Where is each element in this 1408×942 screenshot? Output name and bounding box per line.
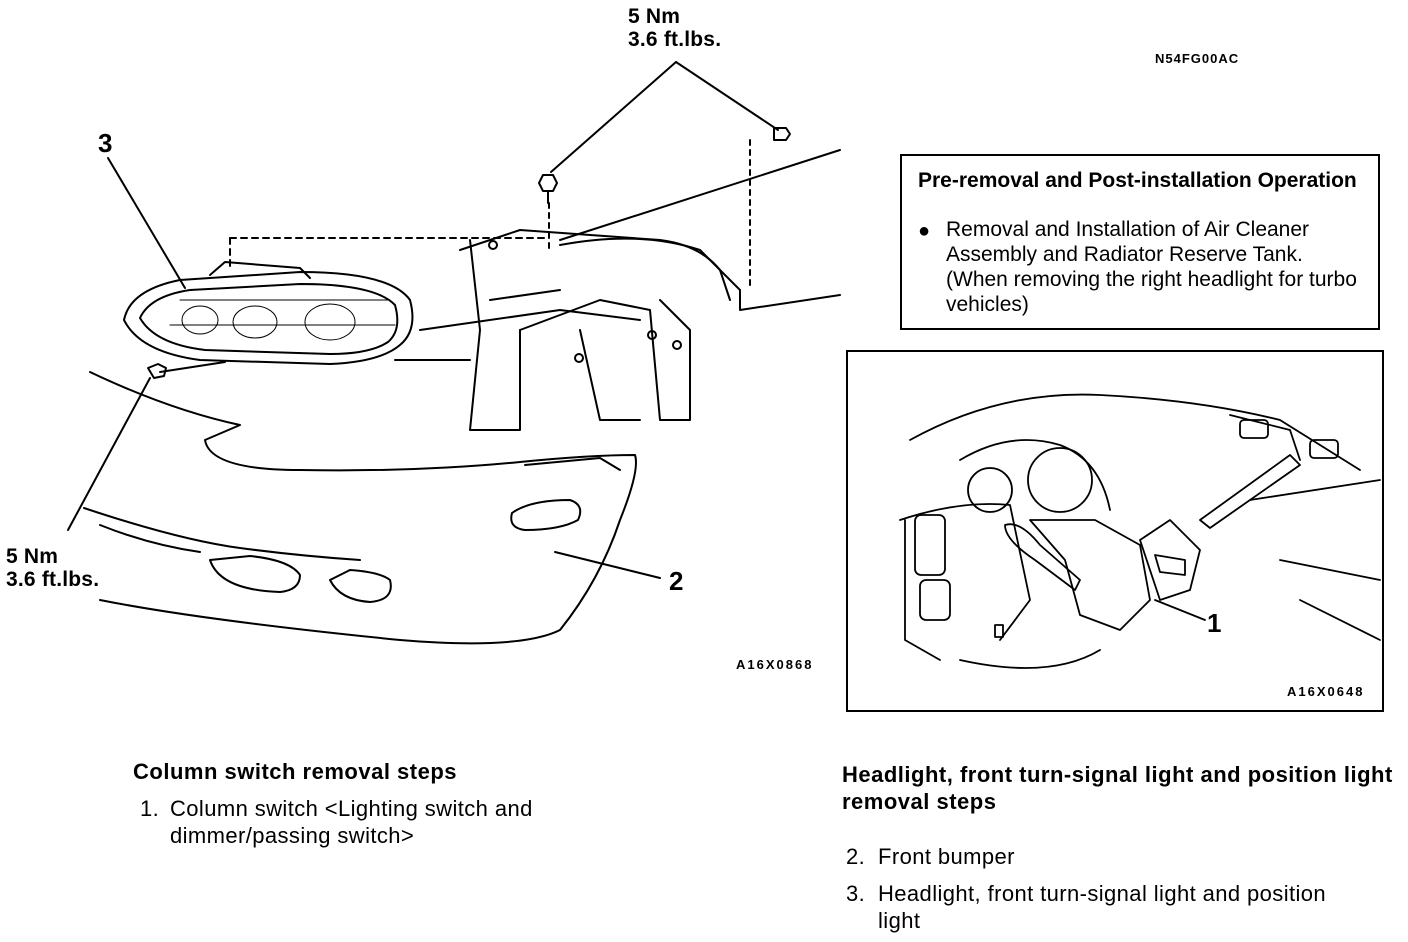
bullet-icon: ● <box>918 220 931 242</box>
callout-1: 1 <box>1207 608 1222 638</box>
step-number: 3. <box>846 881 866 906</box>
torque-value-ftlbs: 3.6 ft.lbs. <box>628 28 722 51</box>
step-number: 1. <box>140 796 160 821</box>
pre-removal-note-box: Pre-removal and Post-installation Operat… <box>900 154 1380 330</box>
note-bullet-text: Removal and Installation of Air Cleaner … <box>946 218 1357 316</box>
step-text: Headlight, front turn-signal light and p… <box>878 881 1327 933</box>
torque-label-top: 5 Nm 3.6 ft.lbs. <box>628 5 721 51</box>
step-text: Column switch <Lighting switch and dimme… <box>170 796 533 848</box>
callout-2: 2 <box>669 566 684 596</box>
torque-value-nm: 5 Nm <box>6 545 59 568</box>
column-switch-heading: Column switch removal steps <box>133 759 458 784</box>
headlight-heading: Headlight, front turn-signal light and p… <box>842 762 1393 814</box>
figure-id-inset: A16X0648 <box>1287 684 1365 699</box>
document-code: N54FG00AC <box>1155 51 1240 66</box>
step-number: 2. <box>846 844 866 869</box>
torque-value-nm: 5 Nm <box>628 5 681 28</box>
torque-label-left: 5 Nm 3.6 ft.lbs. <box>6 545 99 591</box>
note-title: Pre-removal and Post-installation Operat… <box>918 169 1357 192</box>
column-switch-inset-frame <box>846 350 1384 712</box>
torque-value-ftlbs: 3.6 ft.lbs. <box>6 568 100 591</box>
callout-3: 3 <box>98 128 113 158</box>
step-text: Front bumper <box>878 844 1015 869</box>
figure-id-main: A16X0868 <box>736 657 814 672</box>
